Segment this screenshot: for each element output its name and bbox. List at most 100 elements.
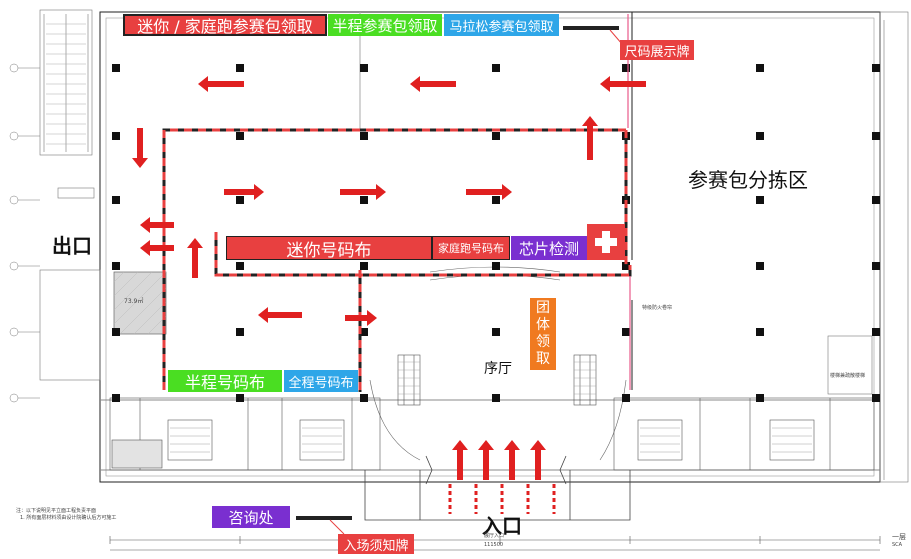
column bbox=[112, 394, 120, 402]
notice-leader bbox=[329, 519, 345, 535]
flow-arrow-icon bbox=[478, 440, 494, 480]
flow-arrow-shape bbox=[140, 217, 174, 233]
column bbox=[360, 132, 368, 140]
column bbox=[492, 262, 500, 270]
grid-axis-left bbox=[9, 63, 40, 403]
column bbox=[622, 394, 630, 402]
column bbox=[112, 328, 120, 336]
corner-text-2: SCA bbox=[892, 542, 903, 548]
gate-text: 展厅入口 bbox=[484, 533, 505, 539]
column bbox=[492, 196, 500, 204]
column bbox=[622, 328, 630, 336]
storage-room bbox=[113, 271, 167, 335]
note-line-2: 1. 所有面层材料须由设计院确认后方可施工 bbox=[20, 515, 117, 521]
flow-arrow-icon bbox=[452, 440, 468, 480]
column bbox=[360, 64, 368, 72]
escalator-steps bbox=[398, 361, 596, 395]
right-side-block bbox=[827, 11, 909, 483]
flow-arrows bbox=[132, 76, 646, 514]
flow-arrow-shape bbox=[140, 240, 174, 256]
flow-arrow-shape bbox=[582, 116, 598, 160]
column bbox=[872, 64, 880, 72]
flow-arrow-shape bbox=[345, 310, 377, 326]
column bbox=[112, 132, 120, 140]
info-desk-label: 咨询处 bbox=[212, 506, 290, 528]
column bbox=[756, 132, 764, 140]
marathon-pickup-label: 马拉松参赛包领取 bbox=[444, 14, 559, 36]
stair-hatch-left bbox=[46, 23, 86, 145]
half-bib-label: 半程号码布 bbox=[168, 370, 282, 392]
flow-arrow-icon bbox=[224, 184, 264, 200]
flow-arrow-icon bbox=[187, 238, 203, 278]
column bbox=[756, 262, 764, 270]
flow-arrow-shape bbox=[198, 76, 244, 92]
column bbox=[360, 394, 368, 402]
flow-arrow-icon bbox=[140, 240, 174, 256]
flow-arrow-shape bbox=[600, 76, 646, 92]
flow-arrow-icon bbox=[466, 184, 512, 200]
column bbox=[360, 328, 368, 336]
entrance-label: 入口 bbox=[482, 514, 522, 538]
column bbox=[360, 196, 368, 204]
size-board-bar bbox=[563, 26, 619, 30]
column bbox=[872, 132, 880, 140]
storage-hatch bbox=[113, 271, 167, 335]
column bbox=[492, 394, 500, 402]
corner-text: 一层 bbox=[892, 533, 906, 541]
column bbox=[360, 262, 368, 270]
half-pickup-label: 半程参赛包领取 bbox=[328, 14, 442, 36]
exit-label: 出口 bbox=[52, 234, 92, 258]
column bbox=[112, 64, 120, 72]
flow-arrow-shape bbox=[187, 238, 203, 278]
flow-arrow-icon bbox=[504, 440, 520, 480]
flow-arrow-shape bbox=[132, 128, 148, 168]
sorting-area-label: 参赛包分拣区 bbox=[688, 168, 808, 192]
column bbox=[872, 328, 880, 336]
flow-arrow-shape bbox=[410, 76, 456, 92]
stair-lines-bottom bbox=[170, 427, 812, 453]
flow-arrow-shape bbox=[478, 440, 494, 480]
column bbox=[492, 64, 500, 72]
column bbox=[756, 394, 764, 402]
note-line-1: 注：以下说明见平立面工程负责平面 bbox=[16, 508, 97, 514]
flow-arrow-icon bbox=[345, 310, 377, 326]
column bbox=[236, 132, 244, 140]
full-bib-label: 全程号码布 bbox=[284, 370, 358, 392]
column bbox=[112, 196, 120, 204]
flow-arrow-icon bbox=[340, 184, 386, 200]
family-bib-label: 家庭跑号码布 bbox=[432, 236, 510, 260]
hall-label: 序厅 bbox=[484, 361, 512, 377]
notice-board-bar bbox=[296, 516, 352, 520]
queue-barriers bbox=[162, 128, 632, 392]
column bbox=[236, 394, 244, 402]
flow-arrow-icon bbox=[132, 128, 148, 168]
columns bbox=[112, 64, 880, 402]
column bbox=[236, 196, 244, 204]
flow-arrow-icon bbox=[582, 116, 598, 160]
flow-arrow-icon bbox=[530, 440, 546, 480]
area-text: 73.9㎡ bbox=[124, 298, 144, 305]
column bbox=[492, 328, 500, 336]
flow-arrow-shape bbox=[340, 184, 386, 200]
column bbox=[112, 262, 120, 270]
flow-arrow-shape bbox=[224, 184, 264, 200]
flow-arrow-icon bbox=[198, 76, 244, 92]
chip-check-label: 芯片检测 bbox=[511, 236, 587, 260]
column bbox=[622, 64, 630, 72]
flow-arrow-icon bbox=[410, 76, 456, 92]
stair-right-text: 楼梯兼疏散楼梯 bbox=[830, 373, 866, 379]
group-pickup-label: 团体领取 bbox=[530, 298, 556, 370]
first-aid-box bbox=[587, 224, 625, 260]
flow-arrow-shape bbox=[466, 184, 512, 200]
column bbox=[236, 64, 244, 72]
pink-divider bbox=[627, 14, 631, 390]
flow-arrow-shape bbox=[530, 440, 546, 480]
column bbox=[492, 132, 500, 140]
fire-belt-text: 特级防火卷帘 bbox=[642, 305, 673, 311]
flow-arrow-icon bbox=[140, 217, 174, 233]
column bbox=[756, 196, 764, 204]
column bbox=[872, 196, 880, 204]
mini-bib-label: 迷你号码布 bbox=[226, 236, 432, 261]
dimension-text: 111500 bbox=[484, 542, 504, 548]
